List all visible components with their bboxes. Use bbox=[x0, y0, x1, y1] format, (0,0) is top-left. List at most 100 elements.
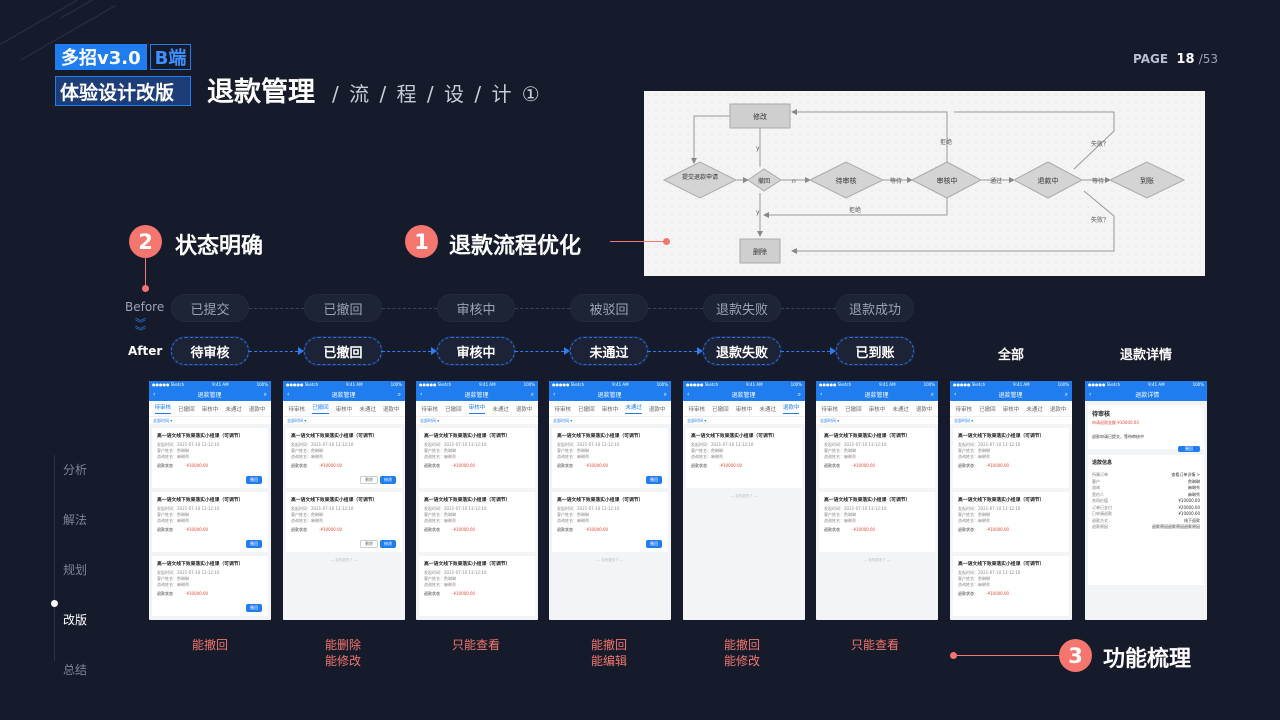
refund-card[interactable]: 高一语文线下效果落实小组课（可调节）发起时间：2021-07-10 13:12:… bbox=[686, 428, 802, 488]
phone-tab[interactable]: 退款中 bbox=[248, 406, 266, 413]
search-icon[interactable]: ⌕ bbox=[930, 390, 934, 398]
refund-card[interactable]: 高一语文线下效果落实小组课（可调节）发起时间：2021-07-10 13:12:… bbox=[819, 428, 935, 488]
phone-tab[interactable]: 已撤回 bbox=[178, 406, 195, 413]
refund-card[interactable]: 高一语文线下效果落实小组课（可调节）发起时间：2021-07-10 13:12:… bbox=[953, 428, 1069, 488]
withdraw-button[interactable]: 撤回 bbox=[246, 476, 262, 484]
refund-card[interactable]: 高一语文线下效果落实小组课（可调节）发起时间：2021-07-10 13:12:… bbox=[953, 556, 1069, 616]
back-icon[interactable]: ‹ bbox=[820, 391, 823, 398]
back-icon[interactable]: ‹ bbox=[153, 391, 156, 398]
withdraw-button[interactable]: 撤回 bbox=[646, 540, 662, 548]
phone-tab[interactable]: 未通过 bbox=[492, 406, 509, 413]
phone-tab[interactable]: 未通过 bbox=[225, 406, 242, 413]
withdraw-button[interactable]: 撤回 bbox=[646, 476, 662, 484]
phone-tab[interactable]: 待审核 bbox=[288, 406, 306, 413]
phone-tab[interactable]: 待审核 bbox=[688, 406, 706, 413]
node-delete bbox=[739, 238, 781, 264]
back-icon[interactable]: ‹ bbox=[1089, 391, 1092, 398]
sidenav-item-solution[interactable]: 解法 bbox=[63, 512, 88, 527]
phone-tab[interactable]: 未通过 bbox=[1026, 406, 1043, 413]
phone-tab[interactable]: 退款中 bbox=[648, 406, 666, 413]
withdraw-button[interactable]: 撤回 bbox=[246, 540, 262, 548]
phone-filter[interactable]: 全部时间 ▾ bbox=[950, 416, 1072, 424]
card-title: 高一语文线下效果落实小组课（可调节） bbox=[157, 434, 244, 439]
delete-button[interactable]: 删除 bbox=[360, 540, 378, 548]
refund-card[interactable]: 高一语文线下效果落实小组课（可调节）发起时间：2021-07-10 13:12:… bbox=[552, 428, 668, 488]
phone-filter[interactable]: 全部时间 ▾ bbox=[549, 416, 671, 424]
phone-tab[interactable]: 审核中 bbox=[868, 406, 886, 413]
refund-card[interactable]: 高一语文线下效果落实小组课（可调节）发起时间：2021-07-10 13:12:… bbox=[552, 492, 668, 552]
search-icon[interactable]: ⌕ bbox=[663, 390, 667, 398]
before-connector bbox=[249, 308, 304, 309]
phone-tab[interactable]: 审核中 bbox=[201, 406, 219, 413]
phone-tab[interactable]: 待审核 bbox=[154, 403, 172, 414]
phone-tab[interactable]: 审核中 bbox=[468, 403, 486, 414]
phone-filter[interactable]: 全部时间 ▾ bbox=[149, 416, 271, 424]
phone-tab[interactable]: 未通过 bbox=[759, 406, 776, 413]
phone-tab[interactable]: 审核中 bbox=[735, 406, 753, 413]
phone-tab[interactable]: 退款中 bbox=[782, 403, 800, 414]
card-status: 退款状态 bbox=[424, 463, 440, 468]
back-icon[interactable]: ‹ bbox=[553, 391, 556, 398]
search-icon[interactable]: ⌕ bbox=[530, 390, 534, 398]
search-icon[interactable]: ⌕ bbox=[1064, 390, 1068, 398]
phone-tab[interactable]: 未通过 bbox=[359, 406, 376, 413]
edit-button[interactable]: 修改 bbox=[380, 476, 396, 484]
edit-button[interactable]: 修改 bbox=[380, 540, 396, 548]
phone-tab[interactable]: 已撤回 bbox=[845, 406, 862, 413]
refund-card[interactable]: 高一语文线下效果落实小组课（可调节）发起时间：2021-07-10 13:12:… bbox=[819, 492, 935, 552]
phone-tab[interactable]: 审核中 bbox=[335, 406, 353, 413]
phone-tab[interactable]: 退款中 bbox=[915, 406, 933, 413]
back-icon[interactable]: ‹ bbox=[420, 391, 423, 398]
phone-filter[interactable]: 全部时间 ▾ bbox=[816, 416, 938, 424]
phone-tab[interactable]: 审核中 bbox=[601, 406, 619, 413]
search-icon[interactable]: ⌕ bbox=[397, 390, 401, 398]
phone-tab[interactable]: 已撤回 bbox=[445, 406, 462, 413]
phone-filter[interactable]: 全部时间 ▾ bbox=[683, 416, 805, 424]
refund-card[interactable]: 高一语文线下效果落实小组课（可调节）发起时间：2021-07-10 13:12:… bbox=[152, 428, 268, 488]
withdraw-button[interactable]: 撤回 bbox=[246, 604, 262, 612]
withdraw-button[interactable]: 撤回 bbox=[1178, 446, 1200, 452]
before-status-1: 已提交 bbox=[171, 294, 249, 322]
phone-tab[interactable]: 待审核 bbox=[554, 406, 572, 413]
back-icon[interactable]: ‹ bbox=[287, 391, 290, 398]
back-icon[interactable]: ‹ bbox=[954, 391, 957, 398]
status-carrier: ●●●●● Sketch bbox=[953, 382, 986, 387]
refund-card[interactable]: 高一语文线下效果落实小组课（可调节）发起时间：2021-07-10 13:12:… bbox=[286, 428, 402, 488]
phone-tab[interactable]: 已撤回 bbox=[712, 406, 729, 413]
phone-tab[interactable]: 已撤回 bbox=[578, 406, 595, 413]
refund-card[interactable]: 高一语文线下效果落实小组课（可调节）发起时间：2021-07-10 13:12:… bbox=[152, 492, 268, 552]
phone-tab[interactable]: 未通过 bbox=[892, 406, 909, 413]
phone-tab[interactable]: 待审核 bbox=[955, 406, 973, 413]
refund-card[interactable]: 高一语文线下效果落实小组课（可调节）发起时间：2021-07-10 13:12:… bbox=[419, 492, 535, 552]
refund-card[interactable]: 高一语文线下效果落实小组课（可调节）发起时间：2021-07-10 13:12:… bbox=[953, 492, 1069, 552]
sidenav-item-summary[interactable]: 总结 bbox=[63, 662, 88, 677]
refund-flowchart: 修改 提交退款申请 撤回 待审核 审核中 退款中 到账 删除 y y n 等待 … bbox=[644, 91, 1205, 276]
search-icon[interactable]: ⌕ bbox=[263, 390, 267, 398]
refund-card[interactable]: 高一语文线下效果落实小组课（可调节）发起时间：2021-07-10 13:12:… bbox=[419, 556, 535, 616]
refund-card[interactable]: 高一语文线下效果落实小组课（可调节）发起时间：2021-07-10 13:12:… bbox=[152, 556, 268, 616]
phone-tab[interactable]: 待审核 bbox=[421, 406, 439, 413]
search-icon[interactable]: ⌕ bbox=[797, 390, 801, 398]
phone-tab[interactable]: 未通过 bbox=[625, 403, 642, 414]
back-icon[interactable]: ‹ bbox=[687, 391, 690, 398]
phone-tab[interactable]: 退款中 bbox=[1049, 406, 1067, 413]
phone-tab[interactable]: 已撤回 bbox=[979, 406, 996, 413]
phone-tab[interactable]: 退款中 bbox=[515, 406, 533, 413]
phone-tab[interactable]: 已撤回 bbox=[312, 403, 329, 414]
phone-tab[interactable]: 待审核 bbox=[821, 406, 839, 413]
card-status: 退款状态 bbox=[157, 463, 173, 468]
phone-tab[interactable]: 退款中 bbox=[382, 406, 400, 413]
sidenav-item-analysis[interactable]: 分析 bbox=[63, 462, 88, 477]
phone-tab[interactable]: 审核中 bbox=[1002, 406, 1020, 413]
phone-filter[interactable]: 全部时间 ▾ bbox=[416, 416, 538, 424]
refund-card[interactable]: 高一语文线下效果落实小组课（可调节）发起时间：2021-07-10 13:12:… bbox=[286, 492, 402, 552]
before-status-6: 退款成功 bbox=[836, 294, 914, 322]
phone-filter[interactable]: 全部时间 ▾ bbox=[283, 416, 405, 424]
sidenav-item-redesign[interactable]: 改版 bbox=[63, 612, 88, 627]
sidenav-item-plan[interactable]: 规划 bbox=[63, 562, 88, 577]
delete-button[interactable]: 删除 bbox=[360, 476, 378, 484]
func-1-line-1: 能撤回 bbox=[191, 638, 228, 652]
refund-card[interactable]: 高一语文线下效果落实小组课（可调节）发起时间：2021-07-10 13:12:… bbox=[419, 428, 535, 488]
card-customer: 客户姓名：詹琳琳 bbox=[424, 512, 456, 517]
